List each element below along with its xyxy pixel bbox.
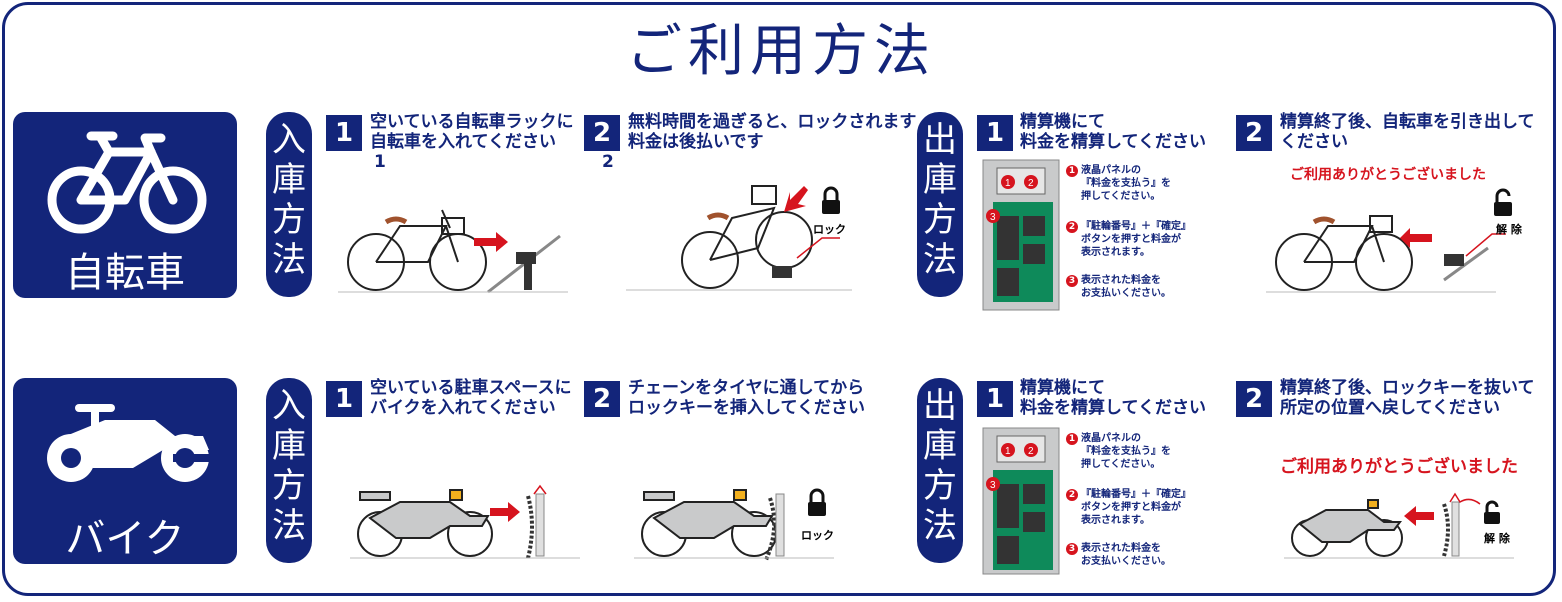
step-number: 1 — [326, 115, 362, 151]
step-text: 精算終了後、ロックキーを抜いて 所定の位置へ戻してください — [1280, 378, 1535, 418]
motorbike-card: バイク — [13, 378, 237, 564]
step-text: 空いている自転車ラックに 自転車を入れてください — [370, 112, 574, 152]
step-text: 精算終了後、自転車を引き出して ください — [1280, 112, 1535, 152]
step-text: 精算機にて 料金を精算してください — [1020, 378, 1206, 418]
page-title: ご利用方法 — [626, 19, 936, 84]
motorbike-entry-heading: 入 庫 方 法 — [266, 378, 312, 563]
thanks-message: ご利用ありがとうございました — [1290, 167, 1486, 183]
step-sub-number: 1 — [374, 152, 386, 172]
bicycle-entry-heading: 入 庫 方 法 — [266, 112, 312, 297]
svg-text:1: 1 — [1005, 178, 1011, 189]
step-number: 1 — [977, 381, 1013, 417]
bicycle-rack-illustration — [338, 209, 568, 294]
unlock-label: 解 除 — [1496, 223, 1522, 236]
step-number: 1 — [326, 381, 362, 417]
motorbike-locked-illustration — [634, 488, 834, 561]
payment-machine-illustration: 1 2 3 — [982, 159, 1060, 311]
motorbike-label: バイク — [65, 516, 185, 562]
bicycle-exit-heading: 出 庫 方 法 — [917, 112, 963, 297]
step-text: 空いている駐車スペースに バイクを入れてください — [370, 378, 572, 418]
motorbike-parking-illustration — [350, 484, 580, 559]
bicycle-label: 自転車 — [65, 250, 185, 296]
bicycle-release-illustration — [1266, 188, 1512, 293]
step-number: 2 — [584, 381, 620, 417]
instruction-note: 2『駐輪番号』＋『確定』 ボタンを押すと料金が 表示されます。 — [1066, 220, 1191, 259]
svg-text:1: 1 — [1005, 446, 1011, 457]
motorbike-icon — [47, 404, 213, 482]
motorbike-release-illustration — [1284, 492, 1514, 559]
svg-text:3: 3 — [990, 480, 996, 491]
unlock-label: 解 除 — [1484, 532, 1510, 545]
svg-text:2: 2 — [1028, 178, 1034, 189]
payment-machine-illustration: 1 2 3 — [982, 427, 1060, 575]
bicycle-card: 自転車 — [13, 112, 237, 298]
lock-label: ロック — [813, 223, 846, 236]
step-number: 1 — [977, 115, 1013, 151]
thanks-message: ご利用ありがとうございました — [1280, 457, 1518, 477]
step-number: 2 — [1236, 381, 1272, 417]
bicycle-icon — [47, 131, 207, 234]
motorbike-exit-heading: 出 庫 方 法 — [917, 378, 963, 563]
instruction-note: 2『駐輪番号』＋『確定』 ボタンを押すと料金が 表示されます。 — [1066, 488, 1191, 527]
lock-label: ロック — [801, 529, 834, 542]
step-number: 2 — [1236, 115, 1272, 151]
step-text: 精算機にて 料金を精算してください — [1020, 112, 1206, 152]
step-text: チェーンをタイヤに通してから ロックキーを挿入してください — [628, 378, 865, 418]
step-sub-number: 2 — [602, 152, 614, 172]
step-number: 2 — [584, 115, 620, 151]
step-text: 無料時間を過ぎると、ロックされます 料金は後払いです — [628, 112, 917, 152]
svg-text:2: 2 — [1028, 446, 1034, 457]
svg-text:3: 3 — [990, 212, 996, 223]
bicycle-locked-illustration — [626, 185, 852, 291]
